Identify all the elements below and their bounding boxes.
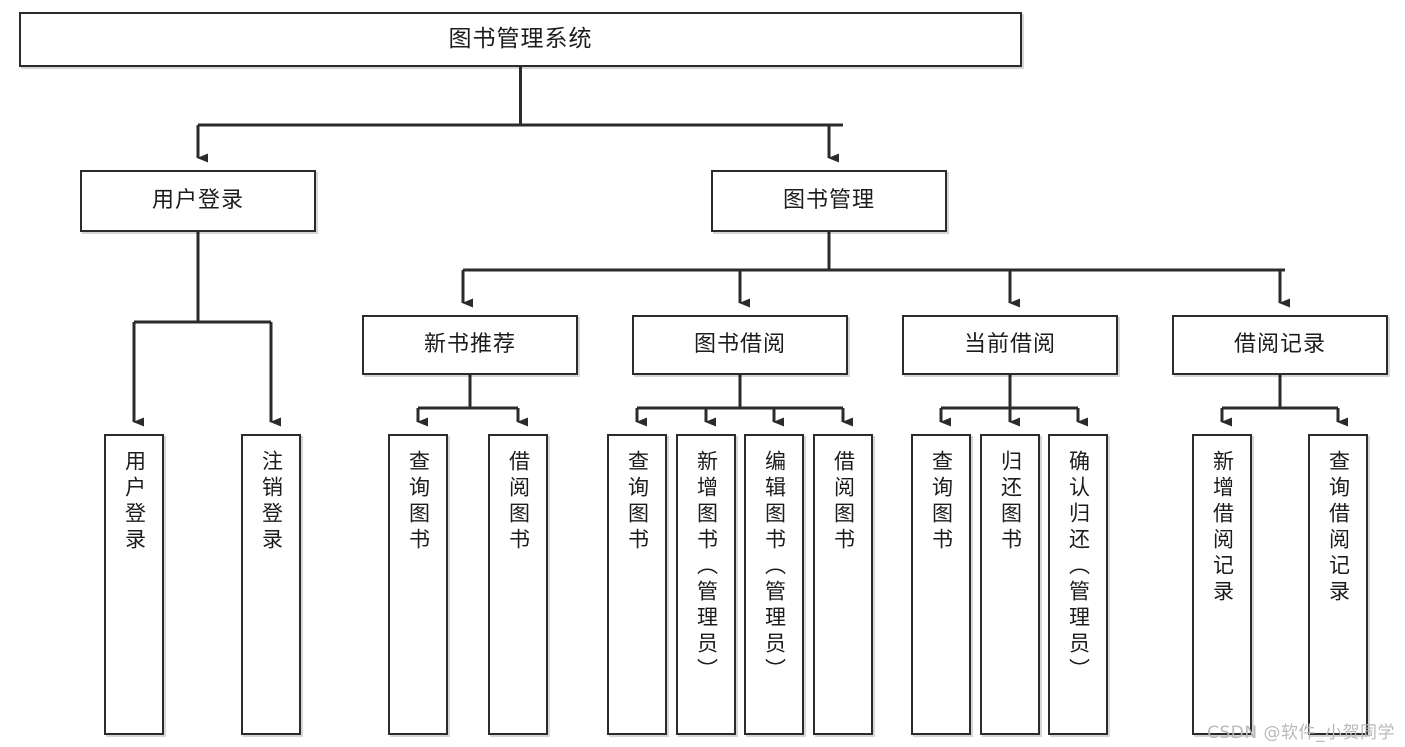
leaf-user-login-1: 用户登录 (104, 434, 164, 735)
node-current-borrow: 当前借阅 (902, 315, 1118, 375)
leaf-current-borrow-2: 归还图书 (980, 434, 1040, 735)
node-borrow-record: 借阅记录 (1172, 315, 1388, 375)
node-root-label: 图书管理系统 (448, 25, 593, 52)
leaf-current-borrow-3-label: 确认归还（管理员） (1066, 450, 1091, 684)
leaf-book-borrow-2-label: 新增图书（管理员） (694, 450, 719, 684)
leaf-new-book-1: 查询图书 (388, 434, 448, 735)
node-book-borrow: 图书借阅 (632, 315, 848, 375)
node-user-login-label: 用户登录 (151, 187, 244, 213)
leaf-book-borrow-1: 查询图书 (607, 434, 667, 735)
leaf-borrow-record-1: 新增借阅记录 (1192, 434, 1252, 735)
leaf-book-borrow-4-label: 借阅图书 (831, 450, 856, 554)
node-book-borrow-label: 图书借阅 (693, 331, 786, 357)
leaf-current-borrow-1-label: 查询图书 (929, 450, 954, 554)
node-current-borrow-label: 当前借阅 (963, 331, 1056, 357)
leaf-new-book-2: 借阅图书 (488, 434, 548, 735)
leaf-book-borrow-2: 新增图书（管理员） (676, 434, 736, 735)
leaf-book-borrow-3: 编辑图书（管理员） (744, 434, 804, 735)
leaf-book-borrow-4: 借阅图书 (813, 434, 873, 735)
leaf-user-login-2-label: 注销登录 (259, 450, 284, 554)
leaf-user-login-1-label: 用户登录 (122, 450, 147, 554)
node-user-login: 用户登录 (80, 170, 316, 232)
csdn-watermark: CSDN @软件_小贺同学 (1207, 723, 1395, 743)
leaf-book-borrow-3-label: 编辑图书（管理员） (762, 450, 787, 684)
node-new-book-recommend-label: 新书推荐 (423, 331, 516, 357)
leaf-current-borrow-2-label: 归还图书 (998, 450, 1023, 554)
node-borrow-record-label: 借阅记录 (1233, 331, 1326, 357)
leaf-borrow-record-2: 查询借阅记录 (1308, 434, 1368, 735)
node-book-management-label: 图书管理 (782, 187, 875, 213)
node-new-book-recommend: 新书推荐 (362, 315, 578, 375)
node-book-management: 图书管理 (711, 170, 947, 232)
leaf-book-borrow-1-label: 查询图书 (625, 450, 650, 554)
leaf-user-login-2: 注销登录 (241, 434, 301, 735)
leaf-new-book-2-label: 借阅图书 (506, 450, 531, 554)
leaf-borrow-record-2-label: 查询借阅记录 (1326, 450, 1351, 606)
leaf-new-book-1-label: 查询图书 (406, 450, 431, 554)
node-root-system: 图书管理系统 (19, 12, 1022, 67)
leaf-current-borrow-1: 查询图书 (911, 434, 971, 735)
leaf-borrow-record-1-label: 新增借阅记录 (1210, 450, 1235, 606)
leaf-current-borrow-3: 确认归还（管理员） (1048, 434, 1108, 735)
